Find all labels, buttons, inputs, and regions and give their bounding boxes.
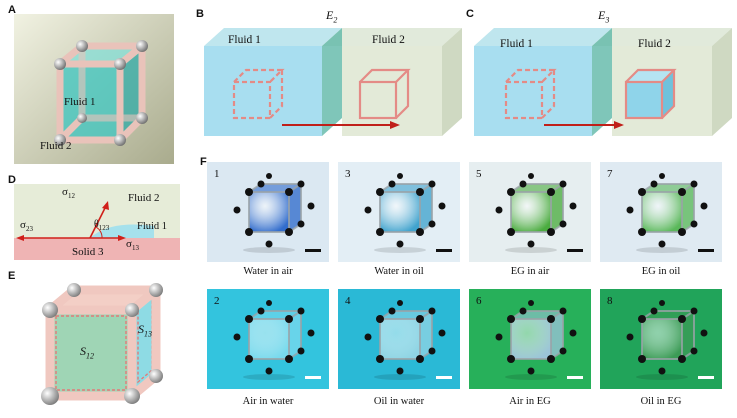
photo-2: 2 xyxy=(207,289,329,389)
panel-a-cube-illustration xyxy=(14,14,174,164)
panel-c-fluid1-label: Fluid 1 xyxy=(500,38,533,50)
photo-number: 3 xyxy=(345,168,351,180)
scale-bar xyxy=(698,376,714,379)
panel-d-solid3-label: Solid 3 xyxy=(72,246,104,258)
panel-d-sigma12-label: σ12 xyxy=(62,186,75,201)
cube-droplet-image xyxy=(364,300,446,380)
photo-caption: Air in EG xyxy=(509,396,551,407)
panel-e-s13-label: S13 xyxy=(138,322,152,339)
panel-b-fluid1-label: Fluid 1 xyxy=(228,34,261,46)
photo-3: 3 xyxy=(338,162,460,262)
scale-bar xyxy=(567,249,583,252)
photo-caption: Water in air xyxy=(243,266,293,277)
cube-droplet-image xyxy=(233,300,315,380)
panel-a-fluid2-label: Fluid 2 xyxy=(40,140,72,152)
panel-d-theta-label: θ123 xyxy=(94,219,110,232)
panel-c-illustration xyxy=(474,28,732,136)
panel-label-e: E xyxy=(8,270,16,282)
panel-label-a: A xyxy=(8,4,16,16)
photo-caption: Oil in water xyxy=(373,396,425,407)
panel-c-energy-label: E3 xyxy=(598,8,610,25)
panel-e-s12-label: S12 xyxy=(80,344,94,361)
panel-label-b: B xyxy=(196,8,204,20)
scale-bar xyxy=(305,249,321,252)
photo-6: 6 xyxy=(469,289,591,389)
photo-number: 8 xyxy=(607,295,613,307)
cube-droplet-image xyxy=(233,173,315,253)
photo-number: 6 xyxy=(476,295,482,307)
panel-b-illustration xyxy=(204,28,462,136)
photo-number: 7 xyxy=(607,168,613,180)
scale-bar xyxy=(436,249,452,252)
panel-label-d: D xyxy=(8,174,16,186)
photo-caption: Air in water xyxy=(242,396,294,407)
panel-d-fluid2-label: Fluid 2 xyxy=(128,192,160,204)
scale-bar xyxy=(698,249,714,252)
panel-d-fluid1-label: Fluid 1 xyxy=(137,221,168,232)
photo-7: 7 xyxy=(600,162,722,262)
panel-b-energy-label: E2 xyxy=(326,8,338,25)
scale-bar xyxy=(305,376,321,379)
panel-label-c: C xyxy=(466,8,474,20)
panel-c-fluid2-label: Fluid 2 xyxy=(638,38,671,50)
panel-label-f: F xyxy=(200,156,207,168)
photo-1: 1 xyxy=(207,162,329,262)
cube-droplet-image xyxy=(495,300,577,380)
photo-number: 4 xyxy=(345,295,351,307)
photo-number: 1 xyxy=(214,168,220,180)
photo-4: 4 xyxy=(338,289,460,389)
panel-b-fluid2-label: Fluid 2 xyxy=(372,34,405,46)
photo-5: 5 xyxy=(469,162,591,262)
photo-caption: EG in oil xyxy=(641,266,681,277)
photo-caption: Water in oil xyxy=(374,266,424,277)
photo-number: 2 xyxy=(214,295,220,307)
cube-droplet-image xyxy=(495,173,577,253)
panel-d-sigma23-label: σ23 xyxy=(20,219,33,234)
panel-d-sigma13-label: σ13 xyxy=(126,238,139,253)
scale-bar xyxy=(567,376,583,379)
photo-caption: Oil in EG xyxy=(640,396,682,407)
cube-droplet-image xyxy=(364,173,446,253)
panel-d-contact-angle-diagram xyxy=(14,184,180,260)
photo-caption: EG in air xyxy=(510,266,550,277)
cube-droplet-image xyxy=(626,300,708,380)
panel-e-cube-illustration xyxy=(41,283,163,405)
cube-droplet-image xyxy=(626,173,708,253)
photo-8: 8 xyxy=(600,289,722,389)
scale-bar xyxy=(436,376,452,379)
photo-number: 5 xyxy=(476,168,482,180)
panel-a-fluid1-label: Fluid 1 xyxy=(64,96,96,108)
